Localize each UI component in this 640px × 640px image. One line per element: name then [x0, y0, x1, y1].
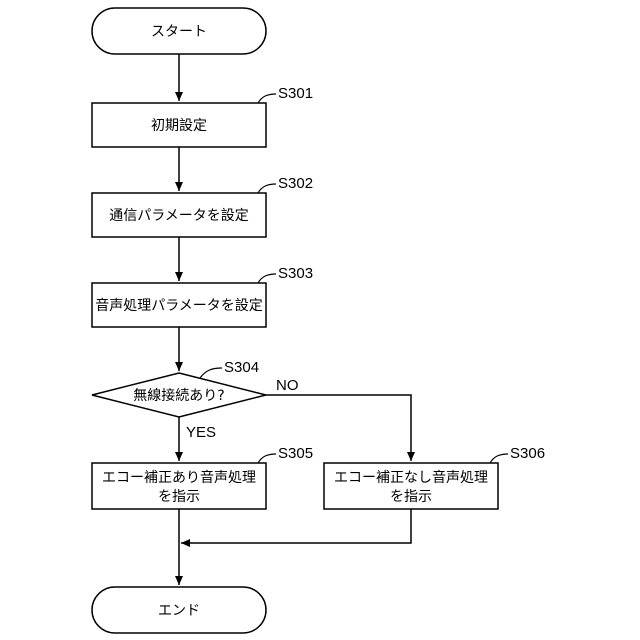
s303-label: 音声処理パラメータを設定	[95, 297, 263, 314]
end-label: エンド	[158, 603, 200, 619]
s306-line1: エコー補正なし音声処理	[334, 469, 488, 486]
s302-label: 通信パラメータを設定	[109, 208, 249, 224]
process-s302: 通信パラメータを設定	[92, 193, 266, 237]
s302-leader	[258, 184, 276, 193]
start-label: スタート	[151, 24, 207, 40]
s304-leader	[200, 368, 222, 378]
process-s305: エコー補正あり音声処理 を指示	[92, 463, 266, 509]
s306-leader	[490, 454, 508, 463]
end-terminal: エンド	[92, 587, 266, 633]
decision-s304: 無線接続あり?	[92, 373, 266, 417]
s306-line2: を指示	[390, 489, 432, 505]
s303-step: S303	[278, 265, 313, 282]
s304-label: 無線接続あり?	[133, 387, 224, 404]
s305-leader	[258, 454, 276, 463]
s301-label: 初期設定	[151, 117, 207, 134]
start-terminal: スタート	[92, 8, 266, 54]
no-label: NO	[276, 377, 299, 394]
arrow-s306-merge	[181, 509, 411, 543]
s306-step: S306	[510, 445, 545, 462]
s301-leader	[258, 94, 276, 103]
s304-step: S304	[224, 359, 259, 376]
yes-label: YES	[186, 424, 216, 441]
process-s301: 初期設定	[92, 103, 266, 147]
process-s306: エコー補正なし音声処理 を指示	[324, 463, 498, 509]
s303-leader	[258, 274, 276, 283]
s305-line2: を指示	[158, 489, 200, 505]
s302-step: S302	[278, 175, 313, 192]
s305-line1: エコー補正あり音声処理	[102, 469, 256, 486]
process-s303: 音声処理パラメータを設定	[92, 283, 266, 327]
s305-step: S305	[278, 445, 313, 462]
s301-step: S301	[278, 85, 313, 102]
